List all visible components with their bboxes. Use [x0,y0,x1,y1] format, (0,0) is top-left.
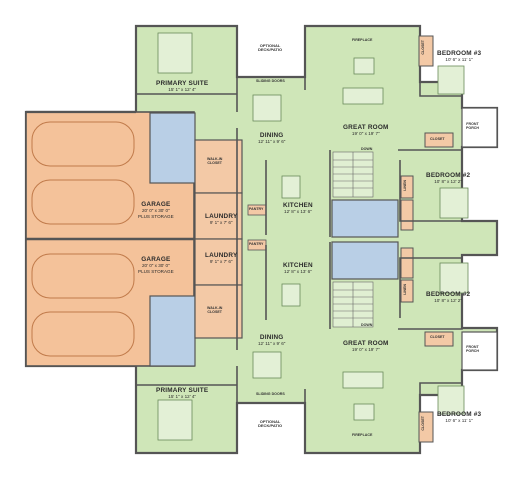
room-dim: 12' 11" x 9' 6" [258,139,286,145]
closet-upper-b2 [424,132,454,148]
room-name: GARAGE [141,201,171,208]
closet2-upper [400,199,414,231]
down-upper: DOWN [361,147,373,151]
car-icon [31,121,135,357]
room-name: DINING [259,132,284,139]
room-dim: 12' 8" x 13' 6" [284,209,312,215]
room-name: BEDROOM #3 [437,50,482,57]
room-dim: 9' 1" x 7' 6" [209,259,233,265]
room-name: LAUNDRY [205,252,238,259]
front-porch-lower [461,331,498,371]
sliding-doors-lower: SLIDING DOORS [256,392,285,396]
down-lower: DOWN [361,323,373,327]
room-name: KITCHEN [283,262,313,269]
room-name: BEDROOM #2 [426,172,471,179]
room-dim: 19' 0" x 19' 7" [351,131,380,137]
room-name: PRIMARY SUITE [156,387,209,394]
bath-lower-hall [331,241,399,280]
closet-upper-b3-label: CLOSET [421,40,425,55]
bath-upper-hall [331,199,399,238]
room-dim: 19' 0" x 19' 7" [351,347,380,353]
walkin-lower-label: WALK-IN CLOSET [207,306,223,314]
room-name: BEDROOM #2 [426,291,471,298]
bath-lower-primary [149,295,196,367]
linen-lower-label: LINEN [403,284,407,295]
room-extra: PLUS STORAGE [138,213,174,219]
closet2-lower [400,247,414,279]
closet-upper-b3 [418,35,434,67]
linen-upper-label: LINEN [403,180,407,191]
closet2-lower-label: CLOSET [430,335,445,339]
fireplace-lower: FIREPLACE [352,433,373,437]
room-name: PRIMARY SUITE [156,80,209,87]
deck-lower-label: OPTIONAL DECK/PATIO [258,419,283,429]
front-porch-lower-label: FRONT PORCH [466,345,479,353]
closet-lower-b3 [418,411,434,443]
room-dim: 10' 8" x 12' 2" [434,179,462,185]
bath-upper-primary [149,112,196,184]
deck-upper-label: OPTIONAL DECK/PATIO [258,43,283,53]
closet-lower-b3-label: CLOSET [421,416,425,431]
stairs-upper [332,151,374,198]
closet2-upper-label: CLOSET [430,137,445,141]
laundry-lower [194,238,243,286]
room-dim: 15' 1" x 12' 4" [168,87,197,93]
sliding-doors-upper: SLIDING DOORS [256,79,285,83]
room-dim: 20' 0" x 30' 0" [141,263,170,269]
room-name: BEDROOM #3 [437,411,482,418]
walkin-upper [194,139,243,194]
room-dim: 10' 8" x 12' 2" [434,298,462,304]
walkin-upper-label: WALK-IN CLOSET [207,157,223,165]
front-porch-upper [461,107,498,148]
room-dim: 12' 8" x 13' 6" [284,269,312,275]
linen-lower [400,279,414,303]
room-name: GREAT ROOM [343,340,389,347]
pantry-lower-label: PANTRY [249,242,264,246]
room-name: GARAGE [141,256,171,263]
room-name: LAUNDRY [205,213,238,220]
room-name: GREAT ROOM [343,124,389,131]
stairs-lower [332,281,374,328]
room-name: KITCHEN [283,202,313,209]
pantry-upper-label: PANTRY [249,207,264,211]
linen-upper [400,175,414,199]
room-dim: 9' 1" x 7' 6" [209,220,233,226]
room-dim: 10' 6" x 11' 1" [445,57,473,63]
room-name: DINING [259,334,284,341]
interior-walls [135,77,463,403]
room-dim: 15' 1" x 12' 4" [168,394,197,400]
furniture [157,32,469,441]
front-porch-upper-label: FRONT PORCH [466,122,479,130]
room-dim: 10' 6" x 11' 1" [445,418,473,424]
room-extra: PLUS STORAGE [138,268,174,274]
fireplace-upper: FIREPLACE [352,38,373,42]
closet-lower-b2 [424,331,454,347]
walkin-lower [194,284,243,339]
room-dim: 20' 0" x 30' 0" [141,208,170,214]
room-dim: 12' 11" x 9' 6" [258,341,286,347]
